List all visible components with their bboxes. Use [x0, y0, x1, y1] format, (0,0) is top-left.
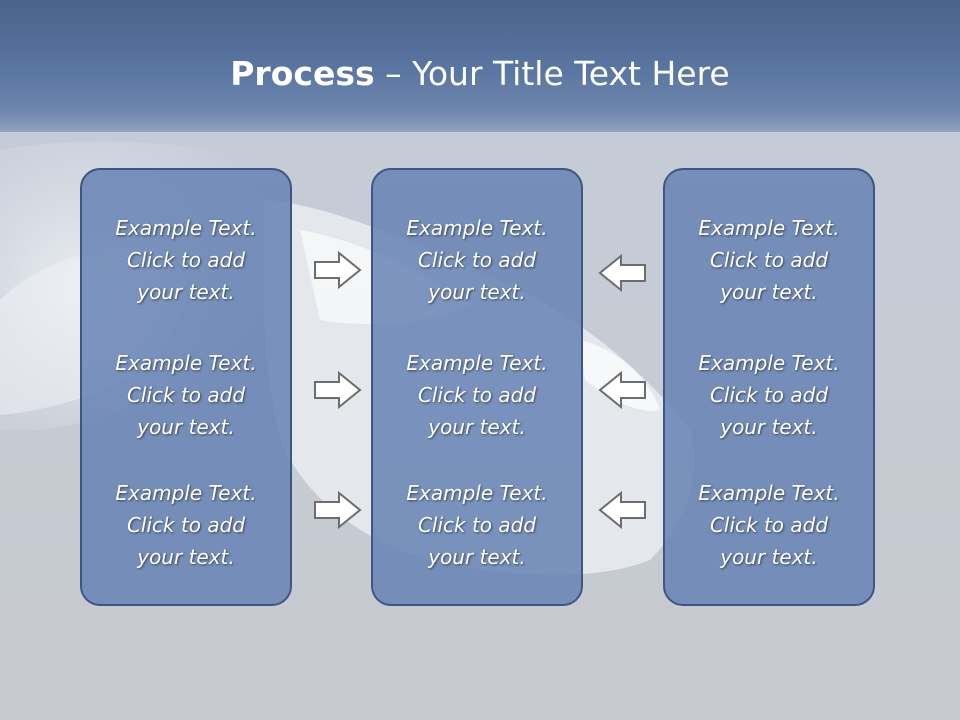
text-block[interactable]: Example Text. Click to add your text.	[698, 351, 840, 439]
process-box-left[interactable]	[80, 168, 292, 606]
text-block[interactable]: Example Text. Click to add your text.	[406, 216, 548, 304]
text-block[interactable]: Example Text. Click to add your text.	[115, 216, 257, 304]
process-box-right[interactable]	[663, 168, 875, 606]
arrow-right-icon	[314, 370, 362, 410]
arrow-right-icon	[314, 250, 362, 290]
arrow-right-icon	[314, 490, 362, 530]
text-block[interactable]: Example Text. Click to add your text.	[698, 216, 840, 304]
arrow-left-icon	[598, 490, 646, 530]
text-block[interactable]: Example Text. Click to add your text.	[115, 481, 257, 569]
header-band	[0, 0, 960, 132]
text-block[interactable]: Example Text. Click to add your text.	[698, 481, 840, 569]
slide-title[interactable]: Process – Your Title Text Here	[0, 52, 960, 96]
arrow-left-icon	[598, 253, 646, 293]
title-bold: Process	[230, 54, 375, 93]
text-block[interactable]: Example Text. Click to add your text.	[115, 351, 257, 439]
title-rest: – Your Title Text Here	[374, 54, 730, 93]
process-box-center[interactable]	[371, 168, 583, 606]
arrow-left-icon	[598, 370, 646, 410]
text-block[interactable]: Example Text. Click to add your text.	[406, 351, 548, 439]
text-block[interactable]: Example Text. Click to add your text.	[406, 481, 548, 569]
